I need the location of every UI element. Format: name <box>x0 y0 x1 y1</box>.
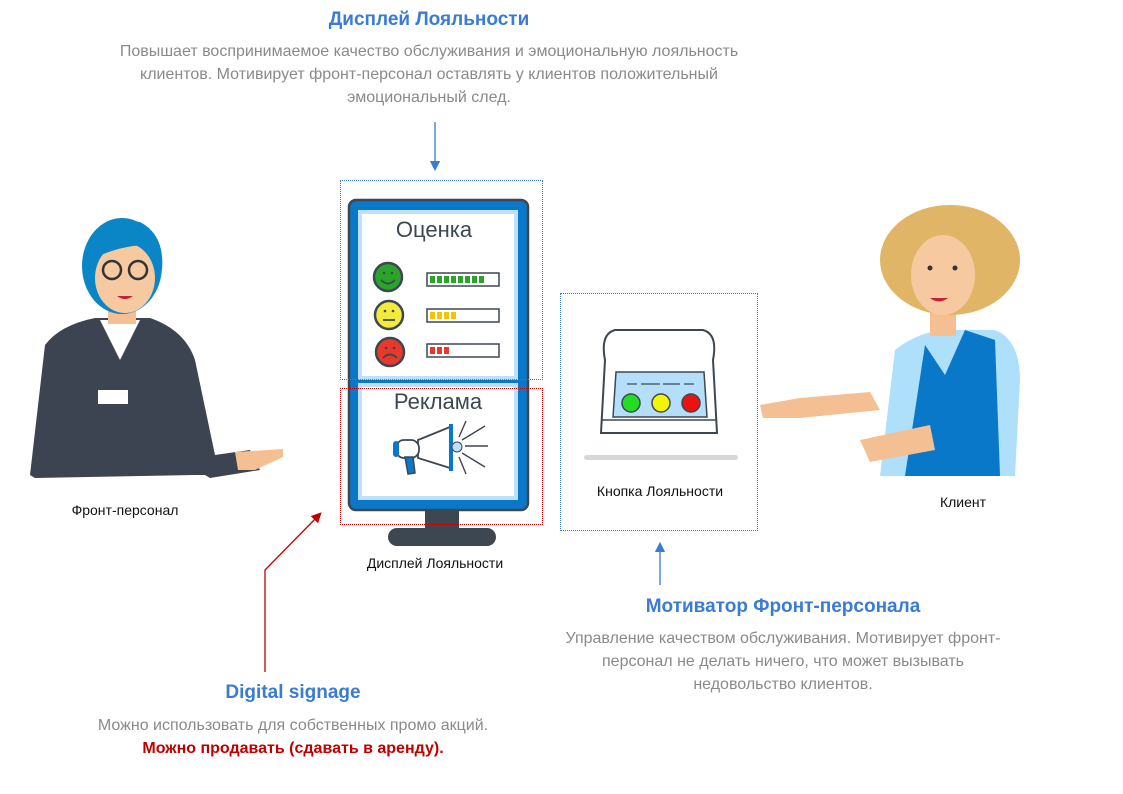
loyalty-button-device-icon <box>584 329 738 460</box>
rating-bar-segment-neutral <box>437 312 442 319</box>
rating-bar-segment-happy <box>472 276 477 283</box>
rating-bar-segment-neutral <box>451 312 456 319</box>
desc-line: эмоциональный след. <box>347 89 511 106</box>
rating-bar-segment-happy <box>458 276 463 283</box>
motivator-title: Мотиватор Фронт-персонала <box>645 596 921 617</box>
rating-bar-segment-neutral <box>444 312 449 319</box>
staff-label: Фронт-персонал <box>71 502 179 518</box>
button-highlight-frame <box>560 293 758 531</box>
rating-bar-segment-neutral <box>430 312 435 319</box>
client-label: Клиент <box>939 494 987 510</box>
signage-title: Digital signage <box>225 682 361 703</box>
desc-line: персонал не делать ничего, что может выз… <box>602 653 964 670</box>
rating-bar-segment-sad <box>444 347 449 354</box>
rating-bar-segment-happy <box>465 276 470 283</box>
display-description: Повышает воспринимаемое качество обслужи… <box>120 40 738 109</box>
arrow-diagonal-icon <box>264 512 322 672</box>
rating-bar-segment-happy <box>451 276 456 283</box>
client-illustration <box>760 205 1020 476</box>
signage-highlight: Можно продавать (сдавать в аренду). <box>142 740 444 757</box>
desc-line: Управление качеством обслуживания. Мотив… <box>565 630 1001 647</box>
rating-bar-segment-happy <box>437 276 442 283</box>
desc-line: Повышает воспринимаемое качество обслужи… <box>119 43 739 60</box>
desc-line: клиентов. Мотивирует фронт-персонал оста… <box>140 66 718 83</box>
display-label: Дисплей Лояльности <box>366 555 504 571</box>
button-label: Кнопка Лояльности <box>596 483 724 499</box>
screen-rating-title: Оценка <box>395 217 473 242</box>
rating-bar-segment-happy <box>430 276 435 283</box>
screen-ad-title: Реклама <box>393 389 483 414</box>
signage-highlight-frame <box>340 388 543 525</box>
rating-bar-segment-happy <box>444 276 449 283</box>
loyalty-display-icon <box>347 198 530 546</box>
display-highlight-frame <box>340 180 543 380</box>
signage-description: Можно использовать для собственных промо… <box>98 714 488 760</box>
display-title: Дисплей Лояльности <box>328 9 530 30</box>
desc-line: недовольство клиентов. <box>693 676 873 693</box>
motivator-description: Управление качеством обслуживания. Мотив… <box>566 627 1001 696</box>
rating-bar-segment-sad <box>430 347 435 354</box>
front-staff-illustration <box>30 218 283 478</box>
rating-bar-segment-sad <box>437 347 442 354</box>
rating-bar-segment-happy <box>479 276 484 283</box>
desc-line: Можно использовать для собственных промо… <box>97 717 489 734</box>
